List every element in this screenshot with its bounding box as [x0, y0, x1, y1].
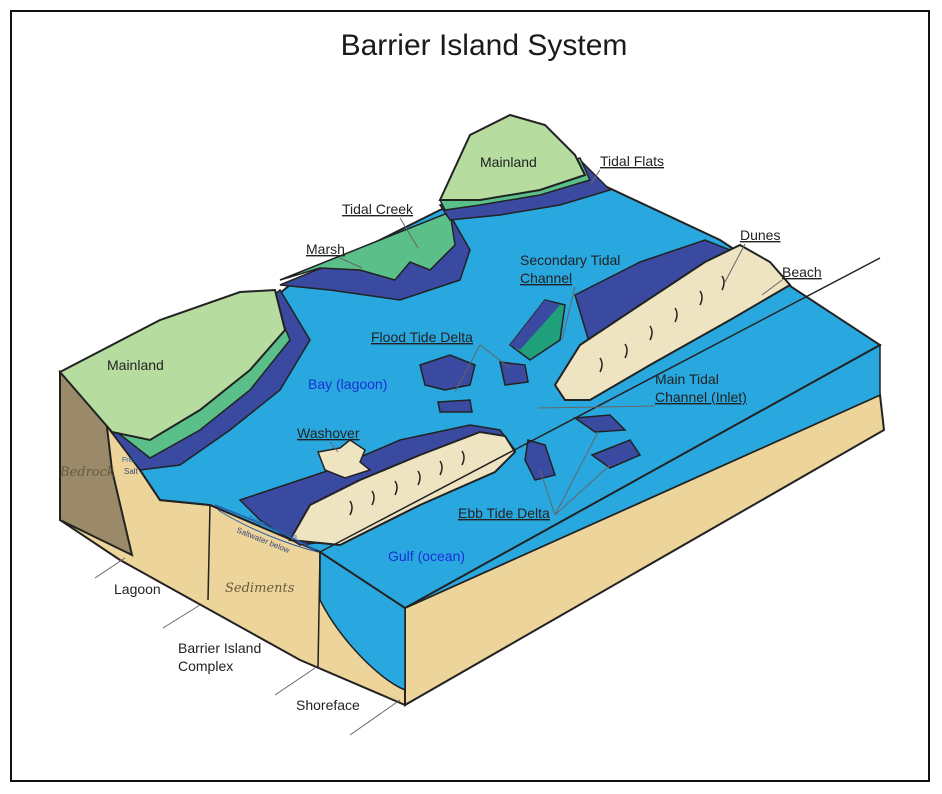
secondary-channel-flat — [510, 300, 560, 350]
label-mainland-left: Mainland — [107, 357, 164, 373]
leader-barrier-island-complex — [162, 604, 201, 629]
freshwater-lens — [214, 504, 316, 551]
flood-tide-delta-blob-2 — [499, 361, 529, 386]
leader-ebb-tide-delta — [539, 431, 611, 516]
leader-shoreface — [274, 667, 316, 696]
leader-flood-tide-delta — [454, 344, 511, 393]
leader-marsh — [339, 257, 363, 269]
ebb-tide-delta-blob-3 — [590, 439, 642, 469]
label-bay: Bay (lagoon) — [308, 376, 387, 392]
label-tidal-creek: Tidal Creek — [342, 201, 414, 217]
leader-secondary-channel — [561, 286, 576, 341]
layer-lines — [207, 257, 881, 669]
label-barrier-island-complex-2: Complex — [178, 658, 233, 674]
leader-shoreface-2 — [349, 699, 401, 736]
leader-tidal-creek — [399, 217, 419, 249]
label-bedrock: Bedrock — [59, 465, 115, 480]
label-fresh: Fresh — [122, 457, 140, 464]
diagram-title: Barrier Island System — [341, 29, 628, 62]
leader-washover — [329, 441, 339, 453]
label-sediments: Sediments — [225, 581, 295, 596]
label-dunes: Dunes — [740, 227, 780, 243]
ebb-tide-delta-blob-1 — [524, 439, 556, 481]
freshwater-lens-2 — [217, 509, 319, 553]
label-secondary-tidal-channel-1: Secondary Tidal — [520, 252, 620, 268]
dune-marks — [349, 275, 725, 516]
label-salt: Salt — [124, 467, 139, 476]
mainland-top-land — [438, 113, 587, 201]
label-lagoon: Lagoon — [114, 581, 161, 597]
mainland-left-land — [58, 288, 287, 442]
leader-tidal-flats — [589, 169, 601, 186]
label-gulf: Gulf (ocean) — [388, 548, 465, 564]
barrier-island-front-sand — [288, 430, 517, 547]
label-main-tidal-channel-1: Main Tidal — [655, 371, 719, 387]
label-shoreface: Shoreface — [296, 697, 360, 713]
leader-main-tidal-channel — [537, 405, 656, 409]
label-washover: Washover — [297, 425, 360, 441]
label-beach: Beach — [782, 264, 822, 280]
flood-tide-delta-blob-3 — [437, 399, 473, 413]
ebb-tide-delta-blob-2 — [572, 414, 627, 433]
leader-dunes — [724, 243, 746, 283]
ocean-side-face — [319, 550, 406, 692]
label-ebb-tide-delta: Ebb Tide Delta — [458, 505, 550, 521]
label-secondary-tidal-channel-2: Channel — [520, 270, 572, 286]
leader-lagoon — [94, 557, 126, 579]
marsh-top — [279, 210, 456, 281]
label-mainland-top: Mainland — [480, 154, 537, 170]
label-marsh: Marsh — [306, 241, 345, 257]
label-flood-tide-delta: Flood Tide Delta — [371, 329, 473, 345]
label-barrier-island-complex-1: Barrier Island — [178, 640, 261, 656]
label-tidal-flats: Tidal Flats — [600, 153, 664, 169]
barrier-island-back-sand — [553, 243, 792, 401]
washover-fan — [316, 439, 372, 479]
leader-beach — [761, 279, 783, 296]
label-main-tidal-channel-2: Channel (Inlet) — [655, 389, 747, 405]
